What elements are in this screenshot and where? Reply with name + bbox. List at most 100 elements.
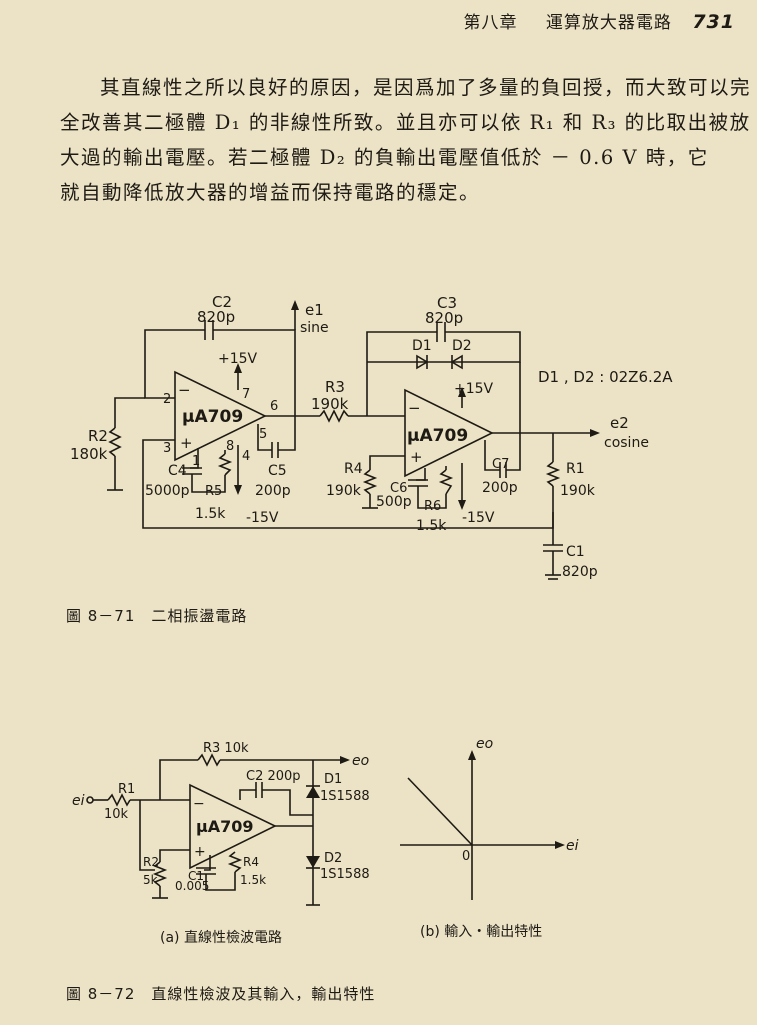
label-e1: e1 <box>305 301 324 319</box>
label-c6-value: 500p <box>376 494 412 510</box>
pin-number: 3 <box>163 441 171 456</box>
pin-number: 5 <box>259 427 267 442</box>
label-r1: R1 <box>118 782 135 797</box>
chapter-label: 第八章 <box>463 13 518 33</box>
label-c7-value: 200p <box>482 480 518 496</box>
label-r2-value: 5k <box>143 873 158 887</box>
plus-sign: + <box>180 434 193 452</box>
diode-d2 <box>450 354 463 370</box>
label-r6-value: 1.5k <box>416 518 447 534</box>
figure-8-72b-caption: (b) 輸入・輸出特性 <box>420 924 543 940</box>
graph-origin-label: 0 <box>462 849 470 864</box>
label-d2-value: 1S1588 <box>320 867 370 882</box>
label-r4-value: 1.5k <box>240 873 266 887</box>
minus-sign: − <box>408 399 421 417</box>
label-r1-value: 190k <box>560 483 596 499</box>
label-vp1: +15V <box>218 351 258 367</box>
pin-number: 1 <box>192 454 200 469</box>
pin-number: 4 <box>242 449 250 464</box>
label-e2: e2 <box>610 414 629 432</box>
label-diodes: D1 , D2 : 02Z6.2A <box>538 368 673 386</box>
paragraph-line: 就自動降低放大器的增益而保持電路的穩定。 <box>60 181 481 204</box>
label-r4: R4 <box>243 855 259 869</box>
graph-label-eo: eo <box>476 736 493 752</box>
figure-8-72-caption: 圖 8－72 直線性檢波及其輸入，輸出特性 <box>66 985 376 1003</box>
opamp-1-label: μA709 <box>182 407 243 427</box>
pin-number: 2 <box>163 392 171 407</box>
label-d2: D2 <box>324 851 342 866</box>
label-sine: sine <box>300 320 329 336</box>
label-c3: C3 <box>437 294 457 312</box>
pin-number: 8 <box>226 439 234 454</box>
label-vp2: +15V <box>454 381 494 397</box>
label-r2-value: 180k <box>70 445 108 463</box>
label-vn2: -15V <box>462 510 495 526</box>
label-c5: C5 <box>268 463 287 479</box>
opamp-2 <box>404 388 494 478</box>
label-c1: C1 <box>188 869 204 883</box>
label-d2: D2 <box>452 338 472 354</box>
opamp-detector-label: μA709 <box>196 817 254 836</box>
opamp-detector <box>189 783 277 870</box>
label-c1-value: 0.005 <box>175 879 209 893</box>
minus-sign: − <box>193 796 205 812</box>
paragraph-line: 全改善其二極體 D₁ 的非線性所致。並且亦可以依 R₁ 和 R₃ 的比取出被放 <box>60 111 751 134</box>
graph-characteristic-line <box>407 777 473 846</box>
label-c2: C2 <box>212 293 232 311</box>
page-number: 731 <box>692 11 735 33</box>
label-c5-value: 200p <box>255 483 291 499</box>
paragraph-line: 其直線性之所以良好的原因，是因爲加了多量的負回授，而大致可以完 <box>100 76 752 99</box>
figure-8-71-circuit: μA709 − + <box>70 293 673 580</box>
diode-d2 <box>306 856 320 868</box>
label-c4: C4 <box>168 463 187 479</box>
label-c1-value: 820p <box>562 564 598 580</box>
label-d1: D1 <box>324 772 342 787</box>
page-header: 第八章 運算放大器電路 731 <box>464 8 735 33</box>
label-r5: R5 <box>205 484 222 499</box>
label-c2-value: 820p <box>197 308 235 326</box>
label-c6: C6 <box>390 481 407 496</box>
plus-sign: + <box>410 448 423 466</box>
diode-d1 <box>416 354 429 370</box>
graph-label-ei: ei <box>566 838 579 854</box>
opamp-1 <box>174 370 267 462</box>
label-c2: C2 200p <box>246 769 301 784</box>
label-c3-value: 820p <box>425 309 463 327</box>
label-c7: C7 <box>492 457 509 472</box>
label-r4: R4 <box>344 461 363 477</box>
chapter-title: 運算放大器電路 <box>545 13 672 33</box>
resistor-r1 <box>545 461 561 487</box>
minus-sign: − <box>178 381 191 399</box>
pin-number: 6 <box>270 399 278 414</box>
label-r1-value: 10k <box>104 807 129 822</box>
resistor-r2 <box>108 427 122 457</box>
label-c1: C1 <box>566 544 585 560</box>
pin-number: 7 <box>242 387 250 402</box>
label-vn1: -15V <box>246 510 279 526</box>
label-r3: R3 <box>325 378 345 396</box>
paragraph-line: 大過的輸出電壓。若二極體 D₂ 的負輸出電壓值低於 － 0.6 V 時，它 <box>60 146 709 169</box>
label-d1-value: 1S1588 <box>320 789 370 804</box>
figure-8-72-circuit: μA709 − + R3 10k R1 10k C2 200p D1 1S158… <box>72 736 579 906</box>
label-r3: R3 10k <box>203 741 249 756</box>
body-paragraph: 其直線性之所以良好的原因，是因爲加了多量的負回授，而大致可以完 全改善其二極體 … <box>60 70 750 210</box>
label-ei: ei <box>72 793 85 809</box>
label-r1: R1 <box>566 461 585 477</box>
label-d1: D1 <box>412 338 432 354</box>
plus-sign: + <box>194 844 206 860</box>
label-c4-value: 5000p <box>145 483 190 499</box>
figure-8-71-caption: 圖 8－71 二相振盪電路 <box>66 607 248 625</box>
diode-d1 <box>306 786 320 798</box>
resistor-r3 <box>319 409 349 423</box>
label-eo: eo <box>352 753 369 769</box>
label-r5-value: 1.5k <box>195 506 226 522</box>
opamp-2-label: μA709 <box>407 426 468 446</box>
label-cosine: cosine <box>604 435 649 451</box>
label-r2: R2 <box>143 855 159 869</box>
figure-8-72a-caption: (a) 直線性檢波電路 <box>160 930 282 946</box>
label-r6: R6 <box>424 499 441 514</box>
label-r3-value: 190k <box>311 395 349 413</box>
label-r4-value: 190k <box>326 483 362 499</box>
label-r2: R2 <box>88 427 108 445</box>
